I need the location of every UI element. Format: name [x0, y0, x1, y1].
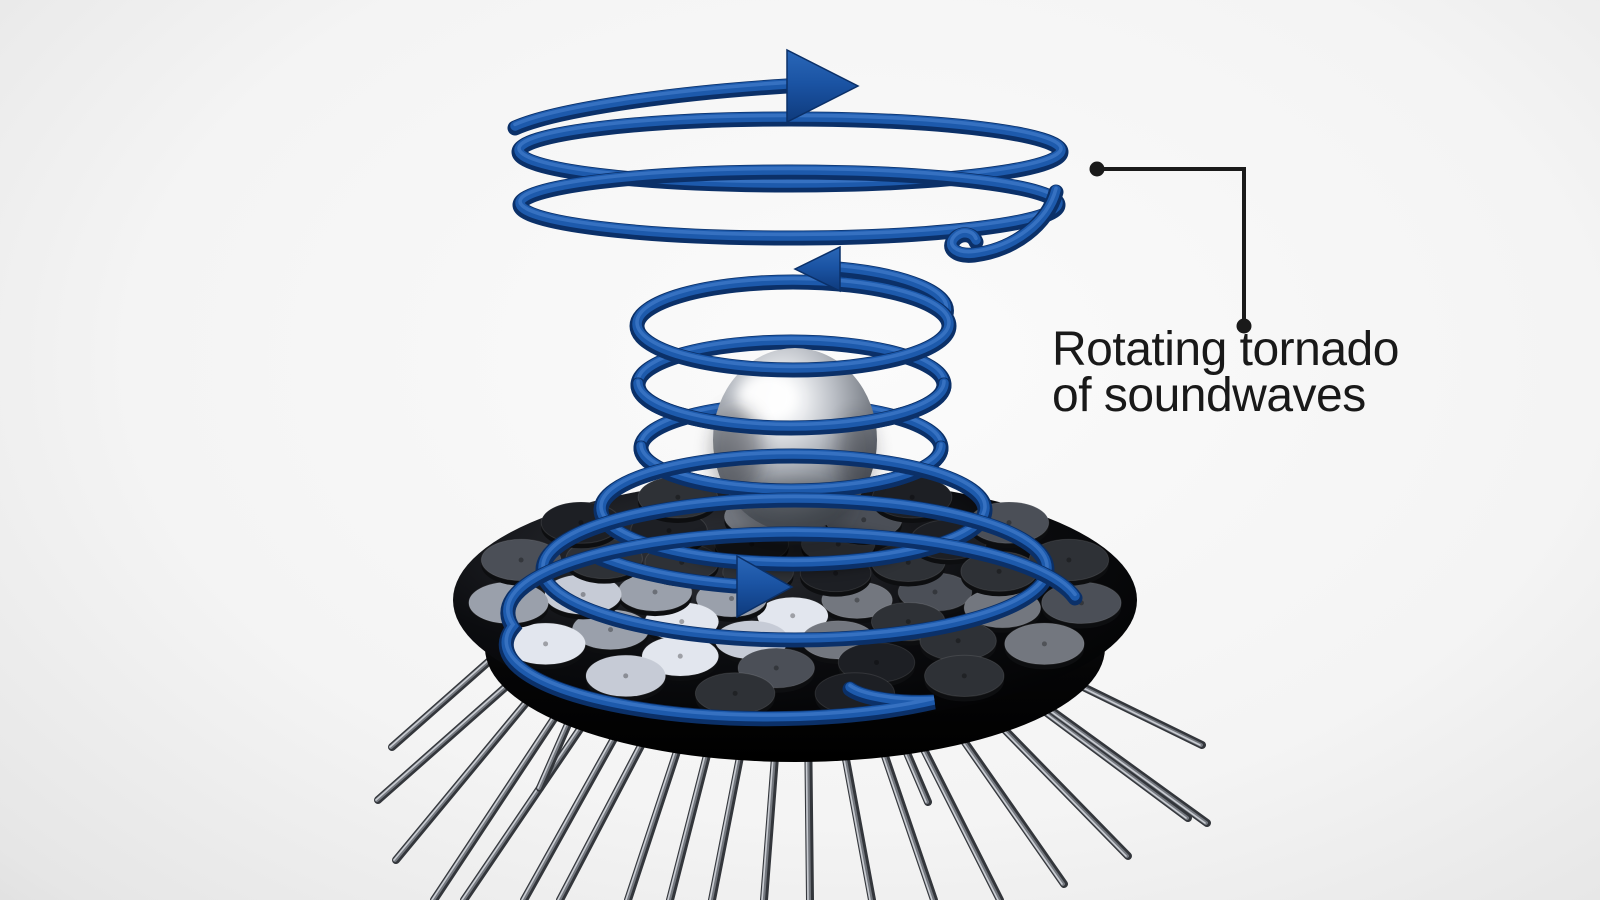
transducer-dot	[932, 589, 938, 595]
transducer-dot	[1066, 557, 1072, 563]
annotation-label-line2: of soundwaves	[1052, 369, 1366, 422]
transducer-dot	[543, 641, 549, 647]
transducer-dot	[732, 690, 738, 696]
coil-loop	[635, 276, 951, 369]
transducer-dot	[909, 494, 915, 500]
transducer-dot	[652, 589, 658, 595]
transducer-dot	[854, 597, 860, 603]
soundwave-coil-front	[498, 78, 1083, 727]
transducer-dot	[790, 613, 796, 619]
leader-line	[1097, 167, 1246, 326]
helix-tail	[949, 186, 1058, 254]
transducer-dot	[1041, 641, 1047, 647]
transducer-dot	[861, 517, 867, 523]
transducer-dot	[675, 494, 681, 500]
annotation-leader	[1089, 161, 1252, 334]
helix-arrow-strand	[513, 80, 789, 127]
leader-dot-start	[1089, 161, 1105, 177]
coil-loop	[599, 450, 987, 563]
rotation-arrow-bottom-icon	[736, 554, 794, 619]
transducer-dot	[729, 596, 735, 602]
coil-arrow-strand	[836, 263, 949, 313]
transducer-dot	[608, 627, 614, 633]
transducer-dot	[874, 659, 880, 665]
annotation-label: Rotating tornado of soundwaves	[1052, 323, 1482, 422]
annotation-label-line1: Rotating tornado	[1052, 323, 1399, 376]
rotation-arrow-top-icon	[786, 48, 860, 124]
transducer	[585, 654, 666, 698]
coil-loop-front	[636, 379, 946, 427]
transducer-dot	[955, 638, 961, 644]
transducer-dot	[1006, 520, 1012, 526]
coil-loop-tail	[504, 528, 1077, 717]
transducer-dot	[666, 528, 672, 534]
transducer-dot	[578, 520, 584, 526]
transducer-dot	[833, 570, 839, 576]
transducer-dot	[905, 619, 911, 625]
coil-loop	[541, 494, 1049, 639]
leader-dot-end	[1236, 318, 1252, 334]
rotation-arrow-middle-icon	[793, 245, 841, 293]
transducer-dot	[677, 653, 683, 659]
transducer-dot	[961, 673, 967, 679]
transducer-dot	[580, 591, 586, 597]
transducer	[1004, 622, 1085, 666]
transducer-dot	[623, 673, 629, 679]
transducer-dot	[679, 619, 685, 625]
transducer-dot	[996, 568, 1002, 574]
transducer	[924, 654, 1005, 698]
transducer-dot	[518, 557, 524, 563]
sphere-highlight	[738, 373, 798, 423]
transducer-dot	[773, 665, 779, 671]
